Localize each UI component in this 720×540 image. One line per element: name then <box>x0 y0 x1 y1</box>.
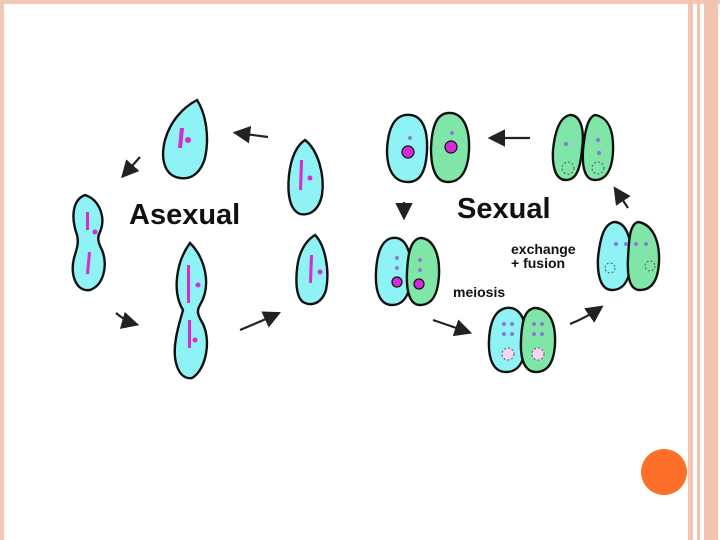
sexual-arrow-bottom-left <box>432 318 473 337</box>
slide-frame-left <box>0 0 4 540</box>
exchange-label: exchange <box>511 241 576 257</box>
asexual-arrow-lower-right <box>239 311 281 332</box>
fusion-label: + fusion <box>511 255 565 271</box>
meiosis-label: meiosis <box>453 284 505 300</box>
sexual-label: Sexual <box>457 193 551 225</box>
asexual-cell-top <box>161 98 209 180</box>
slide-frame-top <box>0 0 720 4</box>
asexual-cell-left <box>71 193 106 292</box>
sexual-pair-left-middle <box>374 236 441 307</box>
sexual-arrow-bottom-right <box>569 305 604 326</box>
slide-frame-right-stripe <box>697 0 700 540</box>
sexual-pair-top-right <box>551 113 615 182</box>
asexual-cell-bottom-dividing <box>173 241 209 380</box>
slide-frame-right-stripe <box>688 0 693 540</box>
sexual-pair-top-left <box>385 111 471 184</box>
sexual-arrow-right <box>613 186 631 209</box>
sexual-pair-right-middle <box>596 220 661 292</box>
asexual-cycle: Asexual <box>71 98 329 380</box>
sexual-cycle: Sexual exchange + fusion meiosis <box>374 111 661 374</box>
asexual-arrow-lower-left <box>115 311 140 329</box>
asexual-cell-right-lower <box>295 233 329 306</box>
asexual-arrow-upper-left <box>121 156 141 179</box>
asexual-arrow-top <box>232 125 269 144</box>
sexual-pair-bottom <box>487 306 557 374</box>
asexual-label: Asexual <box>129 199 240 231</box>
slide-frame-right-stripe <box>704 0 718 540</box>
asexual-cell-right-upper <box>287 138 324 216</box>
orange-circle-decoration <box>641 449 687 495</box>
